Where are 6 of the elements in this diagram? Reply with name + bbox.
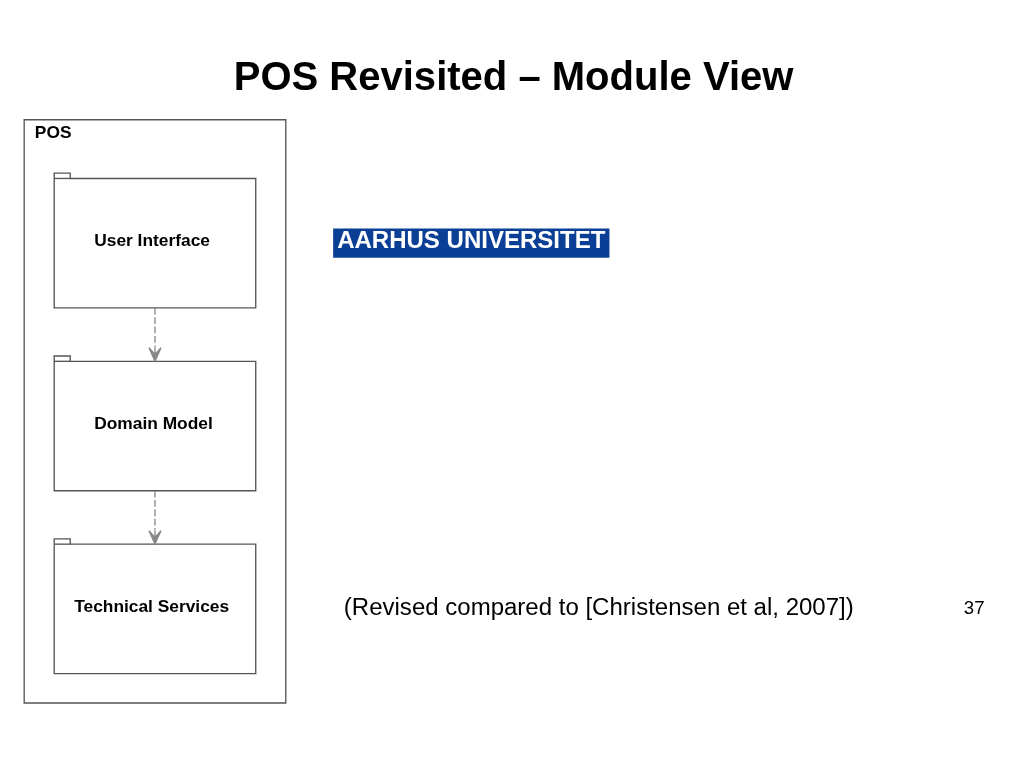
diagram-title: POS Revisited – Module View: [233, 54, 794, 99]
arrow: [148, 490, 162, 545]
label: AARHUS UNIVERSITET: [337, 225, 606, 253]
label: 37: [963, 596, 985, 618]
arrow: [148, 307, 162, 362]
label: (Revised compared to [Christensen et al, 2007]): [343, 592, 854, 620]
